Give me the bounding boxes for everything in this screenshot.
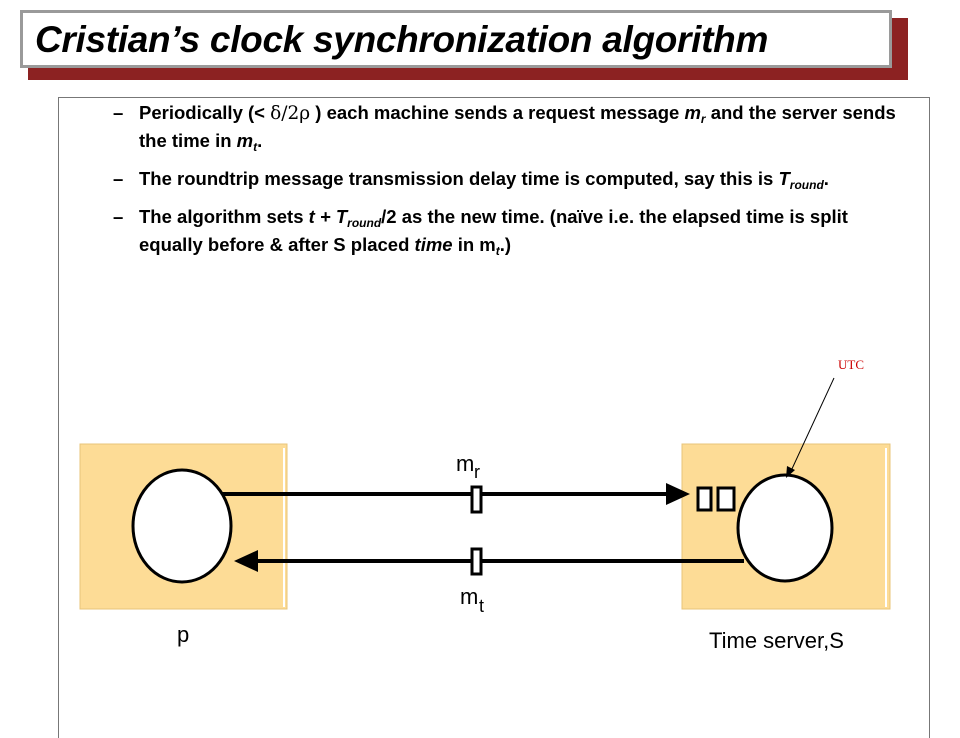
request-message-marker [470,485,483,514]
reply-message-label: m [460,584,478,609]
sync-diagram: UTC m r m t p Time server,S [79,357,891,653]
bullet-dash: – [113,206,124,227]
request-arrowhead [666,483,690,505]
bullet-roundtrip: – The roundtrip message transmission del… [113,168,829,192]
server-node [736,473,834,583]
reply-message-marker [470,547,483,576]
utc-pointer-line [790,377,835,472]
utc-label: UTC [838,357,864,372]
slide-title: Cristian’s clock synchronization algorit… [35,19,769,60]
title-box: Cristian’s clock synchronization algorit… [20,10,892,68]
bullet-periodic-request: – Periodically (< δ/2ρ ) each machine se… [113,102,896,154]
reply-arrowhead [234,550,258,572]
bullet-algorithm-sets: – The algorithm sets t + Tround/2 as the… [113,206,848,258]
title-banner: Cristian’s clock synchronization algorit… [20,10,908,80]
bullet-list: – Periodically (< δ/2ρ ) each machine se… [113,102,913,272]
bullet-dash: – [113,168,124,189]
server-label: Time server,S [709,628,844,653]
client-node [131,468,233,584]
request-message-subscript: r [474,462,480,482]
server-queue-slot [696,486,713,512]
request-message-label: m [456,451,474,476]
client-label: p [177,622,189,647]
content-panel [58,97,930,738]
reply-message-subscript: t [479,596,484,616]
delta-rho-symbol: δ/2ρ [270,103,311,124]
utc-pointer-arrowhead [786,466,795,478]
bullet-dash: – [113,102,124,123]
server-queue-slot [716,486,736,512]
